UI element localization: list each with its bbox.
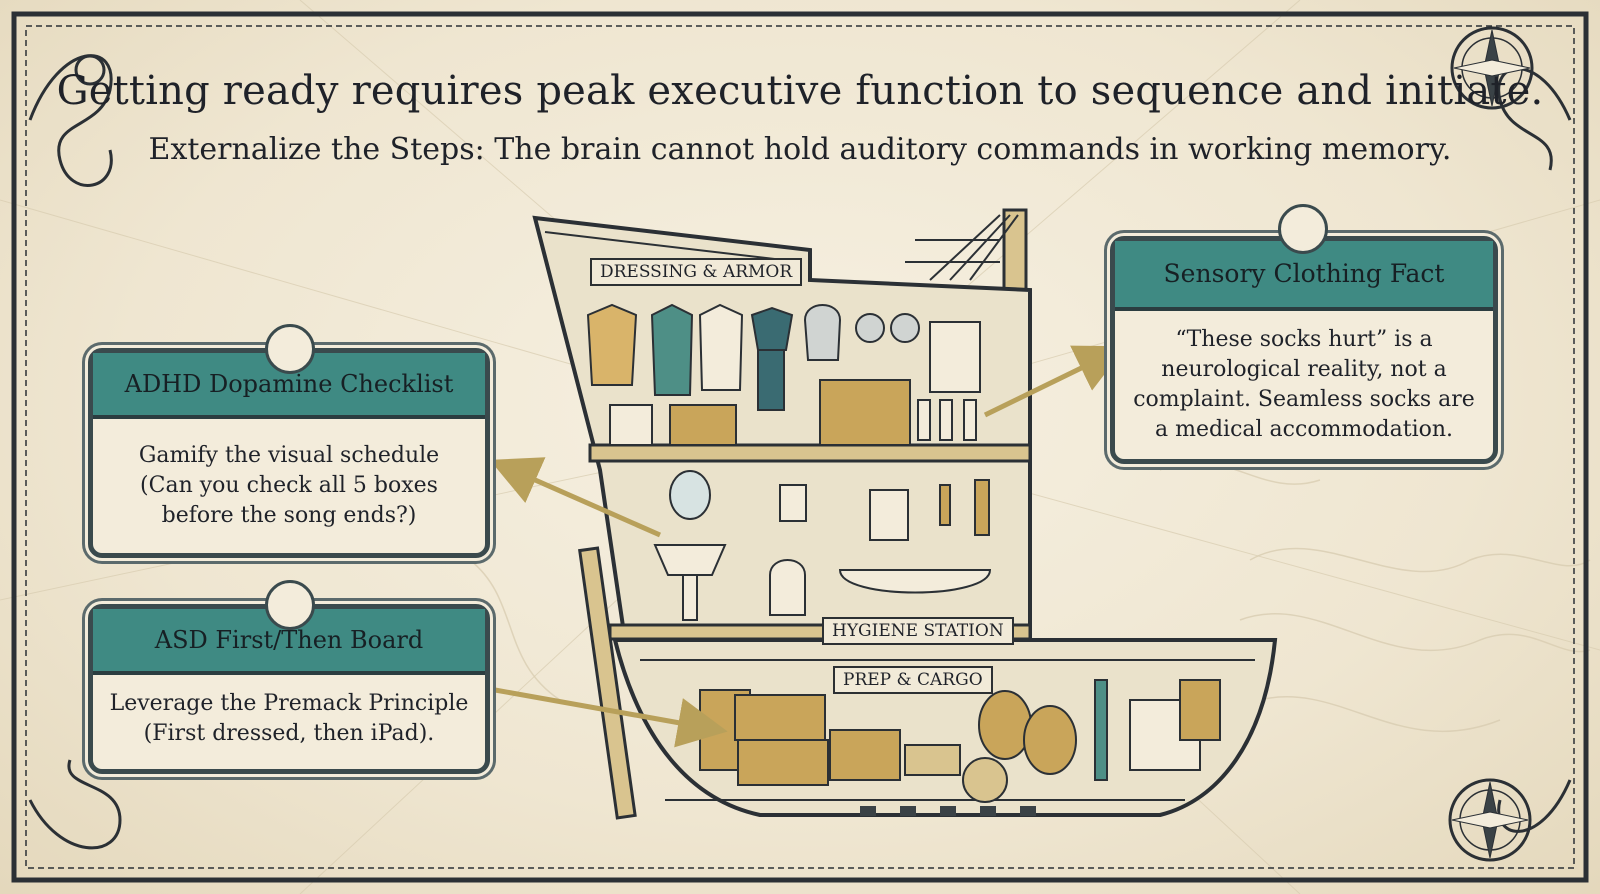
ship-cutaway-illustration <box>532 208 1278 820</box>
deck-label-hygiene: HYGIENE STATION <box>822 617 1014 645</box>
compass-rose-icon <box>1448 778 1532 862</box>
arrow-asd-to-cargo <box>494 687 728 748</box>
adhd-line-1: Gamify the visual schedule <box>138 443 440 468</box>
sensory-card: Sensory Clothing Fact “These socks hurt”… <box>1110 236 1498 464</box>
sensory-line-3: complaint. Seamless socks are <box>1133 387 1475 412</box>
adhd-line-3: before the song ends?) <box>161 503 417 528</box>
page-subtitle: Externalize the Steps: The brain cannot … <box>148 132 1452 167</box>
arrow-clothes-to-sensory <box>983 345 1126 418</box>
deck-label-cargo: PREP & CARGO <box>833 666 993 694</box>
outer-frame <box>11 11 1589 883</box>
sensory-line-4: a medical accommodation. <box>1154 417 1454 442</box>
adhd-line-2: (Can you check all 5 boxes <box>140 473 438 498</box>
page-title: Getting ready requires peak executive fu… <box>56 68 1544 114</box>
compass-badge-icon <box>265 324 315 374</box>
asd-line-1: Leverage the Premack Principle <box>109 691 469 716</box>
compass-rose-icon <box>1450 26 1534 110</box>
compass-badge-icon <box>1278 204 1328 254</box>
compass-badge-icon <box>265 580 315 630</box>
arrow-hygiene-to-adhd <box>489 457 662 538</box>
serpent-ornament-icon <box>28 54 1572 850</box>
asd-line-2: (First dressed, then iPad). <box>143 721 435 746</box>
adhd-card: ADHD Dopamine Checklist Gamify the visua… <box>88 348 490 558</box>
sensory-line-2: neurological reality, not a <box>1161 357 1447 382</box>
deck-label-dressing: DRESSING & ARMOR <box>590 258 803 286</box>
inner-frame <box>25 25 1575 869</box>
terrain-contours <box>469 460 1591 733</box>
sensory-line-1: “These socks hurt” is a <box>1175 327 1433 352</box>
